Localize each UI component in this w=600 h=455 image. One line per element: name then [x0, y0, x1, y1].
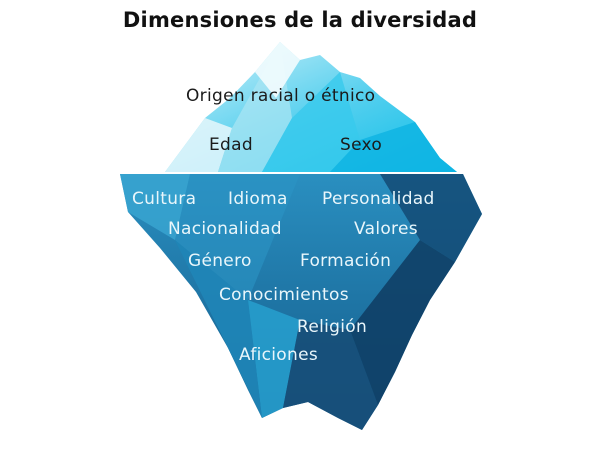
label-sexo: Sexo	[340, 135, 383, 155]
tip-facet-left	[165, 118, 232, 172]
label-genero: Género	[188, 251, 252, 271]
underwater-facet-deep	[283, 320, 378, 430]
label-religion: Religión	[297, 317, 368, 337]
label-origen-racial: Origen racial o étnico	[186, 86, 376, 106]
tip-facet-highlight	[255, 42, 300, 98]
label-idioma: Idioma	[228, 189, 288, 209]
label-nacionalidad: Nacionalidad	[168, 219, 282, 239]
label-cultura: Cultura	[132, 189, 197, 209]
underwater-facet-left	[120, 174, 190, 240]
underwater-facet-center-left	[175, 240, 262, 418]
label-aficiones: Aficiones	[239, 345, 318, 365]
label-conocimientos: Conocimientos	[219, 285, 349, 305]
iceberg-underwater	[120, 174, 482, 430]
label-edad: Edad	[209, 135, 253, 155]
tip-facet-right	[262, 72, 360, 172]
label-personalidad: Personalidad	[322, 189, 435, 209]
tip-facet-edge	[330, 122, 457, 172]
underwater-facet-right	[380, 174, 482, 262]
label-valores: Valores	[354, 219, 418, 239]
iceberg-tip	[165, 42, 457, 172]
underwater-facet-light	[175, 174, 300, 300]
label-formacion: Formación	[300, 251, 392, 271]
diagram-title: Dimensiones de la diversidad	[122, 8, 478, 32]
underwater-facet-right-lower	[350, 240, 455, 405]
underwater-facet-center	[248, 300, 300, 418]
